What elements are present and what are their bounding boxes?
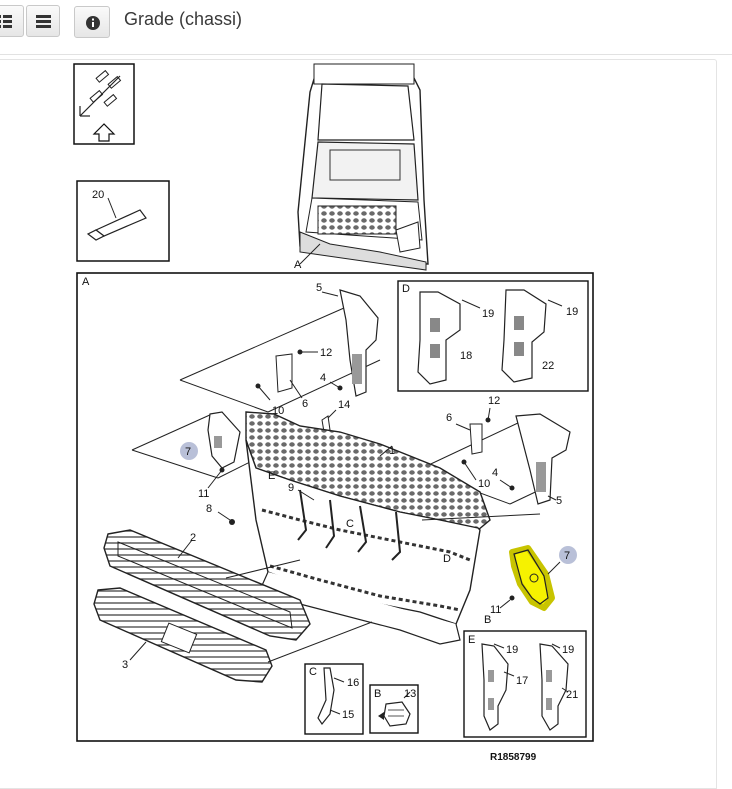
- view-a-frame: [76, 272, 594, 742]
- part-label-3: 3: [122, 659, 128, 671]
- bracket-5-upper: 5 12 4 10 6 14: [179, 282, 381, 433]
- detail-box-d: D 19 19 18 22: [397, 280, 589, 392]
- part-label-11-left: 11: [198, 488, 209, 500]
- lower-grille-3: 3: [93, 587, 373, 683]
- view-label-d-box: D: [402, 283, 410, 295]
- part-label-16: 16: [347, 677, 359, 689]
- part-label-20: 20: [92, 189, 104, 201]
- part-label-12-upper: 12: [320, 347, 332, 359]
- part-label-2: 2: [190, 532, 196, 544]
- view-label-a: A: [82, 276, 90, 288]
- badge-7-right[interactable]: [559, 546, 577, 564]
- part-label-1: 1: [389, 445, 395, 457]
- detail-box-e: E 19 19 17 21: [463, 630, 587, 738]
- list-view-button[interactable]: [26, 5, 60, 37]
- part-label-7-left: 7: [185, 446, 191, 458]
- view-label-d-main: D: [443, 553, 451, 565]
- part-label-4-upper: 4: [320, 372, 326, 384]
- page-title: Grade (chassi): [124, 9, 243, 29]
- part-label-19-d1: 19: [482, 308, 494, 320]
- lower-grille-2: 2: [103, 529, 311, 641]
- part-label-5-right: 5: [556, 495, 562, 507]
- info-icon: [86, 16, 100, 30]
- bracket-7-left: 7 11 8: [131, 411, 287, 525]
- part-label-9: 9: [288, 482, 294, 494]
- view-label-e-main: E: [268, 470, 275, 482]
- detail-box-c: C 16 15: [304, 663, 364, 735]
- grid-view-button[interactable]: [0, 5, 24, 37]
- view-label-c-box: C: [309, 666, 317, 678]
- highlighted-part-7[interactable]: 7 11 B: [484, 545, 577, 626]
- part-label-10-right: 10: [478, 478, 490, 490]
- view-label-b-main: B: [484, 614, 491, 626]
- part-label-6-right: 6: [446, 412, 452, 424]
- view-label-e-box: E: [468, 634, 475, 646]
- part-label-17: 17: [516, 675, 528, 687]
- list-icon: [36, 15, 51, 28]
- view-label-c-main: C: [346, 518, 354, 530]
- part-label-11-right: 11: [490, 604, 501, 616]
- part-label-15: 15: [342, 709, 354, 721]
- diagram-reference: R1858799: [490, 752, 537, 763]
- grid-icon: [0, 15, 12, 28]
- part-label-19-e2: 19: [562, 644, 574, 656]
- badge-7-left[interactable]: [180, 442, 198, 460]
- part-label-6-upper: 6: [302, 398, 308, 410]
- bracket-5-right: 12 6 4 10 5: [417, 395, 571, 507]
- view-label-b-box: B: [374, 688, 381, 700]
- part-label-21: 21: [566, 689, 578, 701]
- truck-cab-illustration: A: [294, 63, 429, 271]
- part-label-5-upper: 5: [316, 282, 322, 294]
- part-label-14: 14: [338, 399, 350, 411]
- part-label-8: 8: [206, 503, 212, 515]
- part-label-22: 22: [542, 360, 554, 372]
- exploded-view-icon: [73, 63, 135, 145]
- toolbar: Grade (chassi): [0, 0, 732, 55]
- part-label-18: 18: [460, 350, 472, 362]
- part-label-7-right: 7: [564, 550, 570, 562]
- info-button[interactable]: [74, 6, 110, 38]
- part-label-13: 13: [404, 688, 416, 700]
- detail-box-b: B 13: [369, 684, 419, 734]
- part-label-19-d2: 19: [566, 306, 578, 318]
- part-label-19-e1: 19: [506, 644, 518, 656]
- sealant-tube-box: 20: [76, 180, 170, 262]
- view-label-a-cab: A: [294, 259, 302, 271]
- part-label-12-right: 12: [488, 395, 500, 407]
- part-label-4-right: 4: [492, 467, 498, 479]
